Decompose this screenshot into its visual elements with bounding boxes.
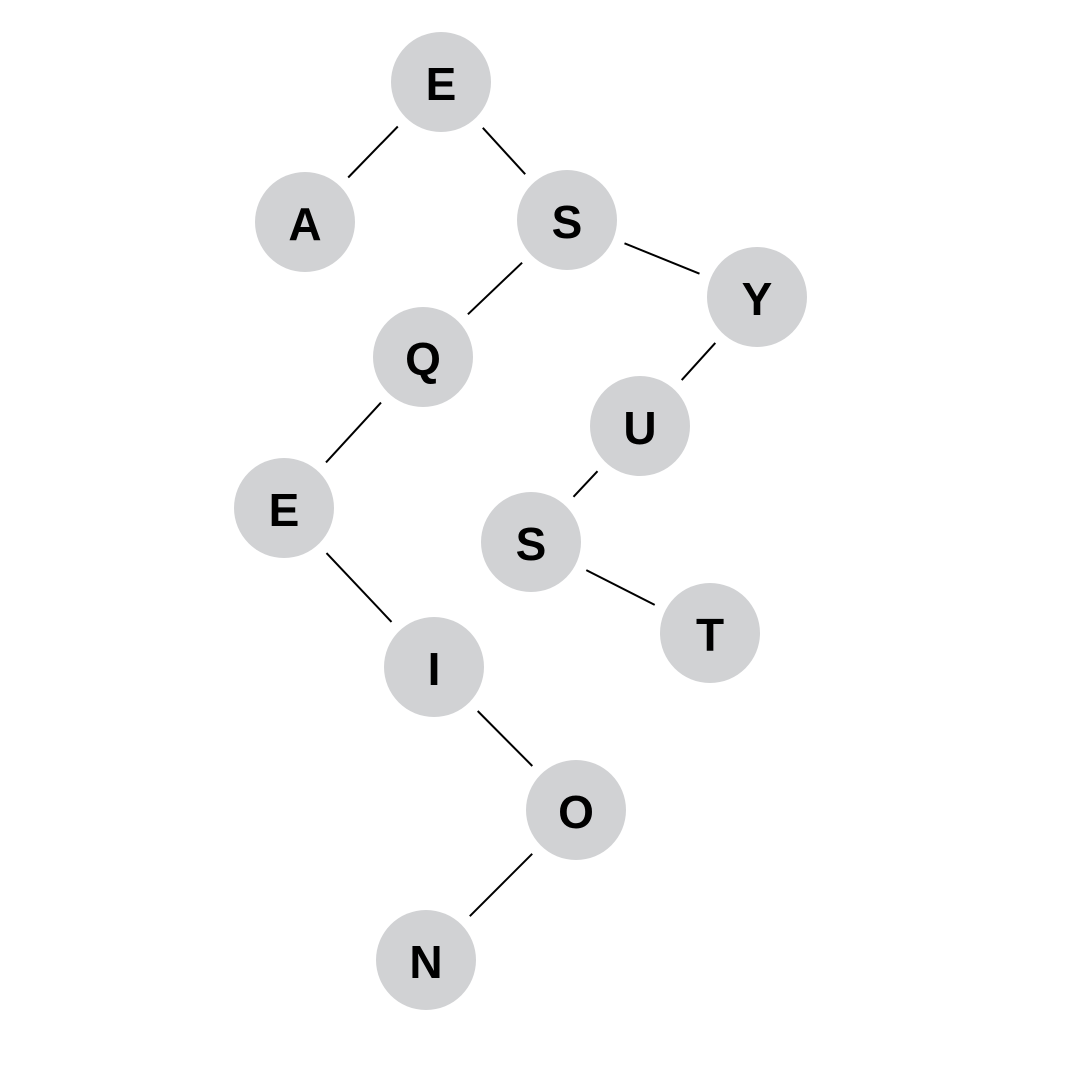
tree-node: S bbox=[481, 492, 581, 592]
tree-edge bbox=[680, 342, 717, 381]
tree-node: S bbox=[517, 170, 617, 270]
tree-node: I bbox=[384, 617, 484, 717]
node-circle bbox=[660, 583, 760, 683]
tree-edge bbox=[347, 125, 399, 179]
node-circle bbox=[384, 617, 484, 717]
tree-edge bbox=[467, 261, 523, 316]
node-label: E bbox=[426, 58, 457, 110]
node-circle bbox=[391, 32, 491, 132]
tree-node: N bbox=[376, 910, 476, 1010]
node-label: S bbox=[552, 196, 583, 248]
node-circle bbox=[526, 760, 626, 860]
tree-edge bbox=[624, 242, 700, 275]
node-circle bbox=[234, 458, 334, 558]
tree-edge bbox=[325, 552, 393, 623]
tree-edge bbox=[476, 710, 534, 767]
node-label: A bbox=[288, 198, 321, 250]
tree-edge bbox=[572, 470, 599, 498]
tree-node: O bbox=[526, 760, 626, 860]
node-label: I bbox=[428, 643, 441, 695]
nodes-layer: E A S Q Y E U S I T O N bbox=[234, 32, 807, 1010]
tree-node: E bbox=[234, 458, 334, 558]
node-label: E bbox=[269, 484, 300, 536]
node-circle bbox=[517, 170, 617, 270]
node-label: N bbox=[409, 936, 442, 988]
tree-edge bbox=[325, 401, 382, 464]
node-circle bbox=[590, 376, 690, 476]
node-circle bbox=[255, 172, 355, 272]
tree-node: U bbox=[590, 376, 690, 476]
tree-node: A bbox=[255, 172, 355, 272]
tree-edge bbox=[469, 853, 533, 917]
tree-node: T bbox=[660, 583, 760, 683]
tree-node: E bbox=[391, 32, 491, 132]
node-label: O bbox=[558, 786, 594, 838]
node-label: S bbox=[516, 518, 547, 570]
edges-layer bbox=[325, 125, 717, 917]
node-circle bbox=[373, 307, 473, 407]
tree-node: Q bbox=[373, 307, 473, 407]
node-label: U bbox=[623, 402, 656, 454]
node-circle bbox=[707, 247, 807, 347]
node-circle bbox=[376, 910, 476, 1010]
tree-node: Y bbox=[707, 247, 807, 347]
tree-edge bbox=[482, 127, 526, 175]
node-circle bbox=[481, 492, 581, 592]
tree-edge bbox=[585, 569, 656, 606]
node-label: T bbox=[696, 609, 724, 661]
node-label: Q bbox=[405, 333, 441, 385]
node-label: Y bbox=[742, 273, 773, 325]
